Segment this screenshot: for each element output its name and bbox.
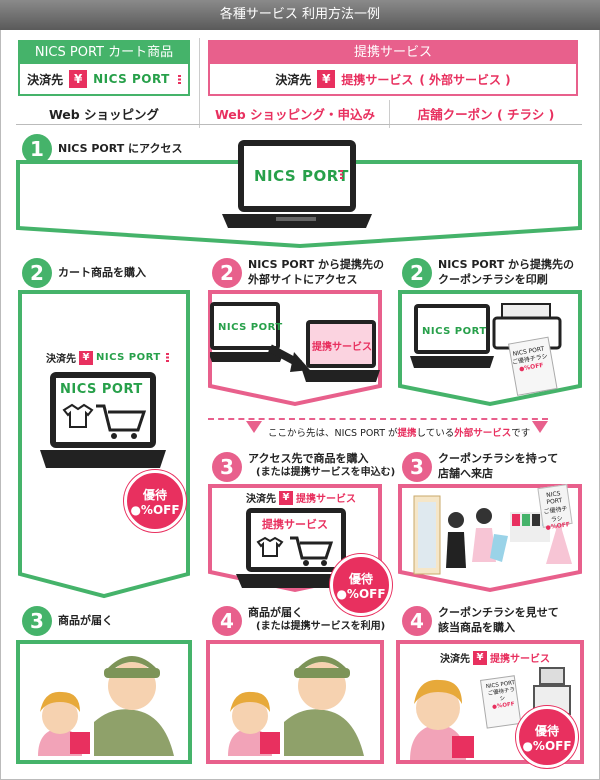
laptop-icon [222, 140, 372, 228]
step4-coupon-line2: 該当商品を購入 [438, 621, 515, 634]
discount-badge: 優待 ●%OFF [124, 470, 186, 532]
cart-payment: 決済先 ¥ NICS PORT [46, 350, 169, 365]
partner-payment: 決済先 ¥ 提携サービス [246, 490, 356, 505]
step3-coupon-line2: 店舗へ来店 [438, 467, 493, 480]
checkout-illustration [410, 667, 571, 760]
column-divider [389, 100, 390, 128]
payment-label: 決済先 [246, 494, 276, 505]
step1-text: NICS PORT にアクセス [58, 142, 183, 155]
step-number-1: 1 [22, 134, 52, 164]
laptop-printer-icon [410, 303, 562, 396]
header-nics-cart: NICS PORT カート商品 決済先 ¥ NICS PORT [18, 40, 190, 96]
badge-line2: ●%OFF [522, 739, 572, 753]
yen-icon: ¥ [317, 70, 336, 88]
step2-coupon-line1: NICS PORT から提携先の [438, 258, 575, 271]
logo-dots-icon [340, 170, 343, 179]
notice-suffix: です [511, 428, 531, 439]
arrow-down-icon [246, 421, 262, 433]
partner-screen-label: 提携サービス [262, 518, 328, 531]
column-divider [199, 38, 200, 128]
laptop-to-partner-icon [210, 302, 380, 382]
discount-badge: 優待 ●%OFF [330, 554, 392, 616]
laptop-nics-logo: NICS PORT [218, 322, 283, 333]
yen-icon: ¥ [473, 650, 487, 665]
delivery-illustration [38, 656, 174, 756]
badge-line1: 優待 [142, 488, 167, 502]
badge-line1: 優待 [348, 572, 373, 586]
step3-web-line2: (または提携サービスを申込む) [256, 467, 396, 478]
header-partner-title: 提携サービス [210, 42, 576, 64]
page-title: 各種サービス 利用方法一例 [0, 0, 600, 30]
step3-coupon-line1: クーポンチラシを持って [438, 452, 559, 465]
yen-icon: ¥ [279, 490, 293, 505]
payment-label: 決済先 [46, 354, 76, 365]
laptop-nics-logo: NICS PORT [60, 382, 143, 397]
laptop-cart-icon [40, 372, 166, 468]
notice-prefix: ここから先は、NICS PORT が [268, 428, 398, 439]
delivery-illustration [228, 656, 364, 756]
badge-line2: ●%OFF [130, 503, 180, 517]
notice-external: 外部サービス [454, 428, 512, 439]
store-visit-illustration [413, 495, 572, 575]
notice-partner: 提携 [397, 428, 417, 439]
payment-label: 決済先 [27, 72, 64, 87]
partner-payment: 決済先 ¥ 提携サービス [440, 650, 550, 665]
yen-icon: ¥ [69, 70, 88, 88]
header-nics-cart-title: NICS PORT カート商品 [20, 42, 188, 64]
boundary-notice: ここから先は、NICS PORT が提携している外部サービスです [268, 425, 530, 439]
coupon-flyer: NICS PORT ご優待チラシ ●%OFF [537, 484, 573, 531]
header-nics-cart-payment: 決済先 ¥ NICS PORT [20, 64, 188, 94]
step-number-2: 2 [212, 258, 242, 288]
step2-web-line2: 外部サイトにアクセス [248, 273, 358, 286]
step-number-3: 3 [402, 452, 432, 482]
badge-line1: 優待 [534, 724, 559, 738]
header-partner-payment: 決済先 ¥ 提携サービス ( 外部サービス ) [210, 64, 576, 94]
partner-service-label: 提携サービス [490, 654, 550, 665]
laptop-partner-cart-icon [236, 508, 356, 588]
partner-service-label: 提携サービス [296, 494, 356, 505]
step-number-4: 4 [402, 606, 432, 636]
partner-screen-label: 提携サービス [312, 342, 372, 353]
step2-cart-text: カート商品を購入 [58, 266, 146, 279]
nics-port-logo: NICS PORT [93, 72, 170, 86]
payment-label: 決済先 [440, 654, 470, 665]
laptop-nics-logo: NICS PORT [254, 167, 349, 185]
column-separator [16, 124, 582, 125]
coupon-flyer: NICS PORT ご優待チラシ ●%OFF [484, 680, 520, 712]
notice-mid: している [416, 428, 455, 439]
payment-label: 決済先 [275, 72, 312, 87]
step-number-2: 2 [402, 258, 432, 288]
step4-web-line2: (または提携サービスを利用) [256, 621, 386, 632]
step4-coupon-line1: クーポンチラシを見せて [438, 606, 559, 619]
partner-service-label: 提携サービス [341, 72, 414, 87]
arrow-down-icon [532, 421, 548, 433]
step4-web-line1: 商品が届く [248, 606, 303, 619]
discount-badge: 優待 ●%OFF [516, 706, 578, 768]
step3-web-line1: アクセス先で商品を購入 [248, 452, 369, 465]
boundary-dashed-line [208, 418, 548, 420]
step2-web-line1: NICS PORT から提携先の [248, 258, 385, 271]
column-title-coupon: 店舗クーポン ( チラシ ) [417, 107, 555, 122]
step-number-3: 3 [212, 452, 242, 482]
column-title-web-apply: Web ショッピング・申込み [214, 107, 376, 122]
partner-service-detail: ( 外部サービス ) [419, 72, 511, 87]
logo-dots-icon [165, 353, 169, 362]
step-number-2: 2 [22, 258, 52, 288]
step-number-4: 4 [212, 606, 242, 636]
step3-deliver-text: 商品が届く [58, 614, 113, 627]
laptop-nics-logo: NICS PORT [422, 326, 487, 337]
nics-port-logo: NICS PORT [96, 352, 161, 363]
step-number-3: 3 [22, 606, 52, 636]
logo-dots-icon [177, 74, 181, 84]
step2-coupon-line2: クーポンチラシを印刷 [438, 273, 548, 286]
header-partner: 提携サービス 決済先 ¥ 提携サービス ( 外部サービス ) [208, 40, 578, 96]
badge-line2: ●%OFF [336, 587, 386, 601]
yen-icon: ¥ [79, 350, 93, 365]
column-title-web-shopping: Web ショッピング [48, 107, 160, 122]
